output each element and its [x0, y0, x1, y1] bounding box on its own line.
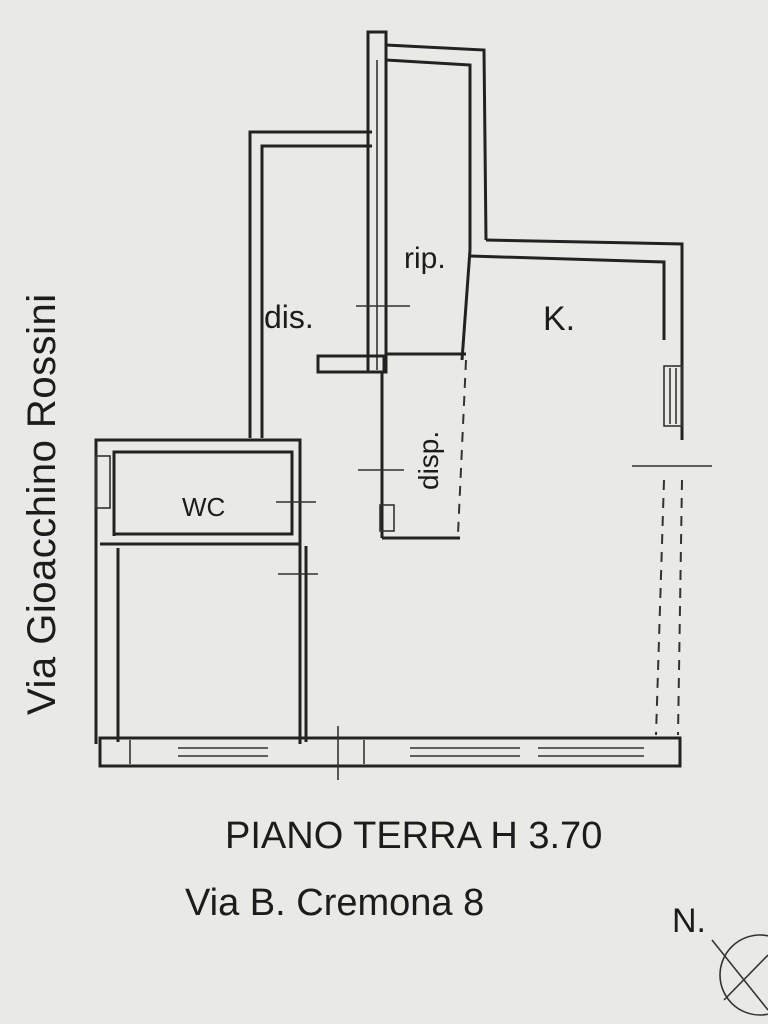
dispensa-walls — [316, 305, 467, 540]
north-label: N. — [672, 902, 706, 940]
room-label-dis: dis. — [264, 299, 314, 335]
room-label-disp: disp. — [413, 431, 444, 490]
address-label: Via B. Cremona 8 — [185, 882, 485, 924]
facade-wall — [98, 726, 682, 780]
floor-title: PIANO TERRA H 3.70 — [225, 815, 603, 857]
kitchen-walls — [469, 238, 712, 736]
rip-walls — [385, 43, 488, 361]
room-label-kitchen: K. — [543, 300, 575, 338]
room-label-wc: WC — [182, 492, 225, 522]
wc-walls — [94, 438, 318, 744]
room-label-rip: rip. — [404, 242, 446, 275]
corridor-walls — [248, 30, 388, 438]
street-label-side: Via Gioacchino Rossini — [20, 293, 64, 715]
north-arrow-icon — [711, 934, 768, 1016]
